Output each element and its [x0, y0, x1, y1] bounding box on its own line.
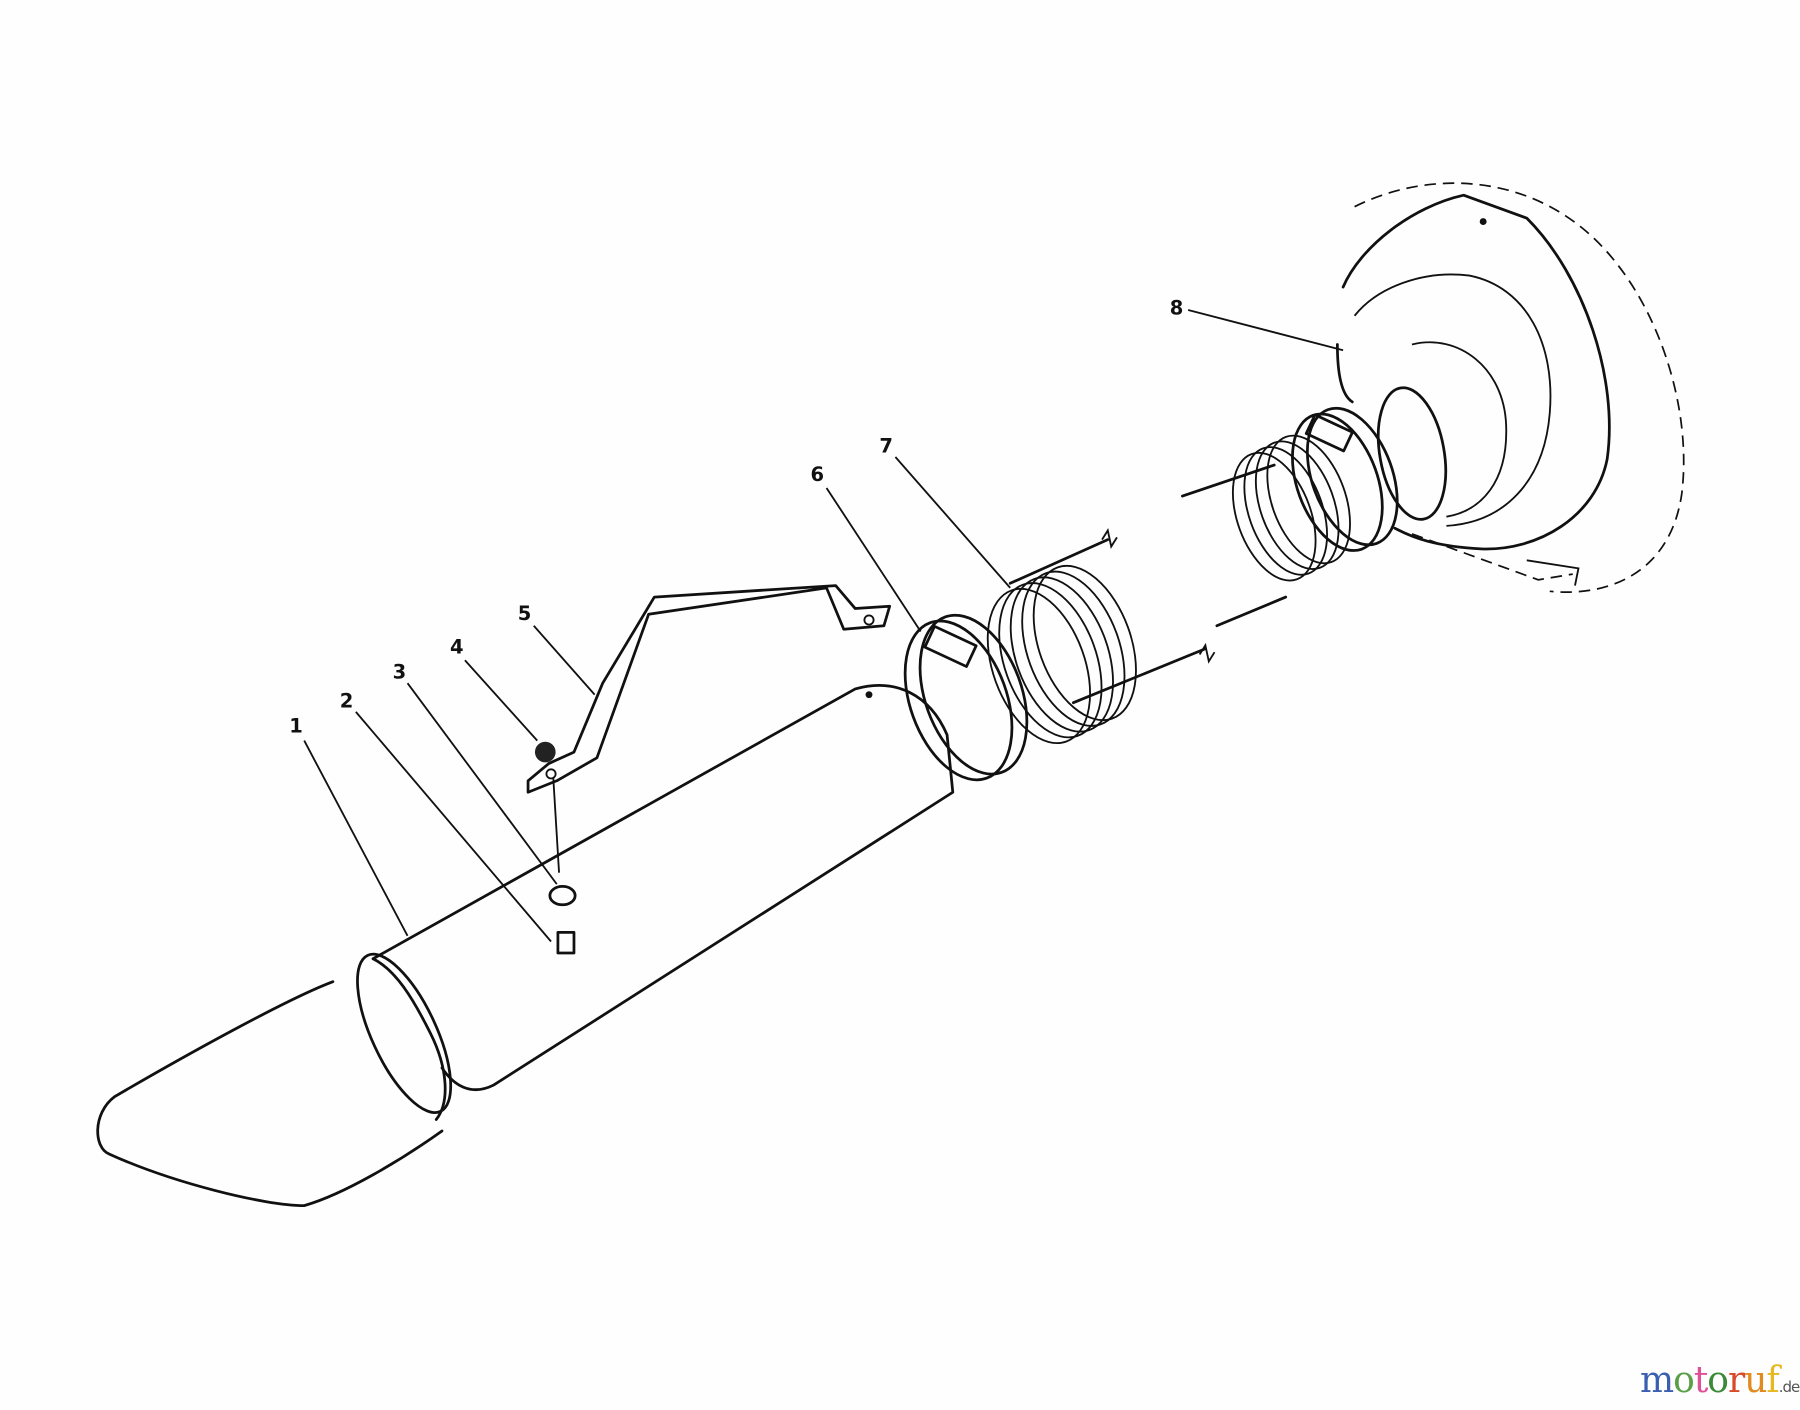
watermark-letter: o [1707, 1360, 1729, 1401]
callout-8: 8 [1170, 297, 1184, 320]
part-6-clamps [903, 406, 1399, 782]
part-1-tube [96, 684, 955, 1207]
watermark-logo: motoruf.de [1640, 1360, 1800, 1401]
part-5-bracket [526, 584, 892, 794]
callout-3: 3 [393, 661, 407, 684]
part-7-hose [986, 434, 1351, 745]
callout-7: 7 [879, 434, 893, 457]
callout-1: 1 [289, 715, 303, 738]
callout-4: 4 [450, 635, 464, 658]
watermark-letter: f [1766, 1360, 1779, 1401]
leader-lines [303, 309, 1344, 943]
callout-6: 6 [810, 463, 824, 486]
watermark-letter: o [1673, 1360, 1695, 1401]
part-8-housing [1335, 182, 1685, 593]
watermark-letter: m [1640, 1360, 1674, 1401]
watermark-letter: r [1727, 1360, 1745, 1401]
part-3-washer [548, 885, 577, 907]
watermark-letter: u [1744, 1360, 1767, 1401]
part-2-bolt [556, 930, 576, 955]
part-4-nut [534, 741, 560, 873]
callout-2: 2 [340, 689, 354, 712]
watermark-suffix: .de [1778, 1378, 1800, 1396]
callout-5: 5 [518, 602, 532, 625]
watermark-letter: t [1693, 1360, 1709, 1401]
